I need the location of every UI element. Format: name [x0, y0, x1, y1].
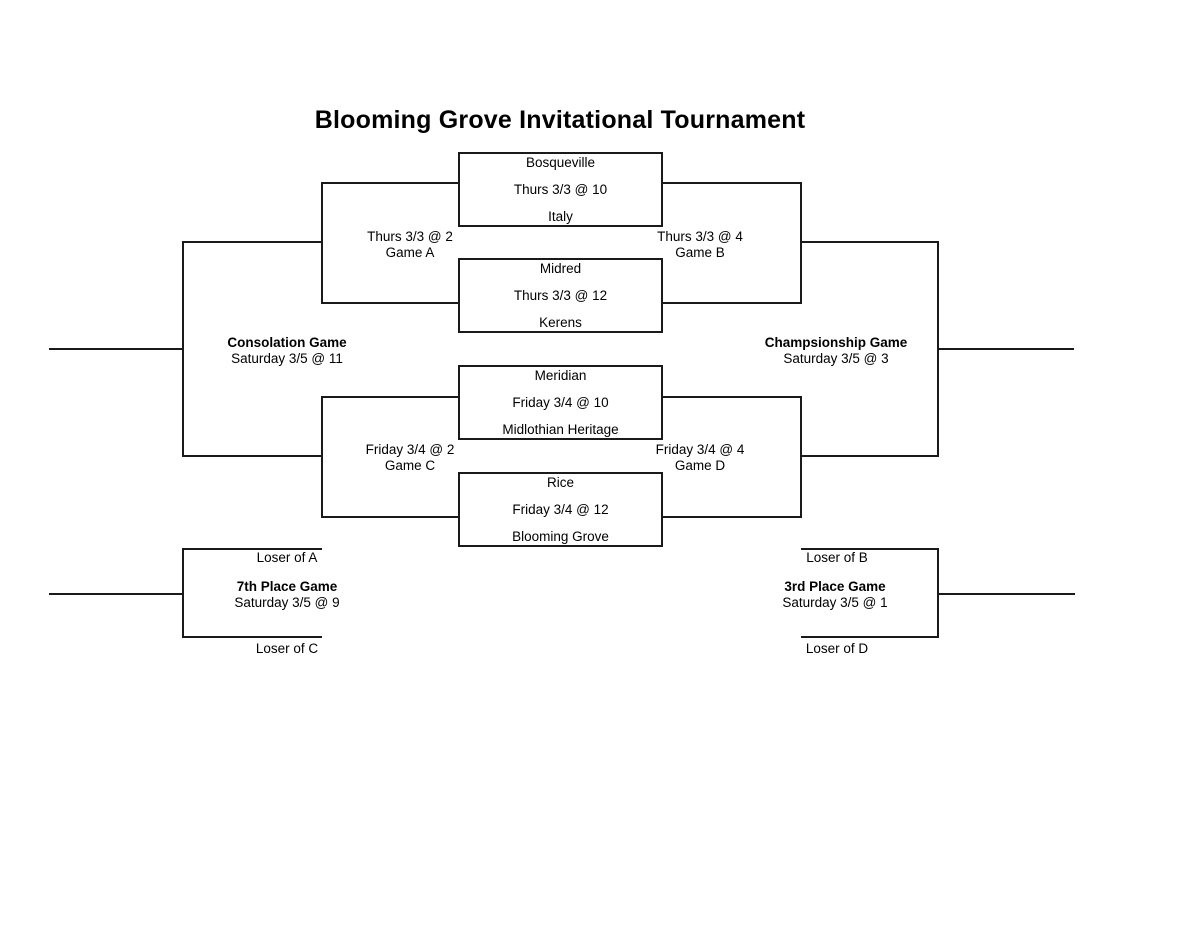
championship-game-time: Saturday 3/5 @ 3: [783, 350, 889, 366]
matchup-box-game-c2: Rice Friday 3/4 @ 12 Blooming Grove: [458, 472, 663, 547]
game-a-time: Thurs 3/3 @ 2: [367, 229, 453, 244]
seventh-place-winner-line: [49, 593, 183, 595]
loser-of-d-label: Loser of D: [805, 641, 869, 656]
third-place-vertical-line: [937, 548, 939, 638]
team-name-bottom: Midlothian Heritage: [502, 422, 619, 437]
championship-game-name: Champsionship Game: [764, 335, 908, 350]
game-c-bottom-connector-line: [322, 516, 459, 518]
seventh-place-bottom-line: [183, 636, 322, 638]
game-d-time: Friday 3/4 @ 4: [655, 442, 745, 457]
game-a-name: Game A: [385, 244, 435, 260]
third-place-bottom-line: [801, 636, 939, 638]
game-c-time: Friday 3/4 @ 2: [365, 442, 455, 457]
game-b-time: Thurs 3/3 @ 4: [657, 229, 743, 244]
game-b-bottom-connector-line: [663, 302, 802, 304]
championship-game-label: Champsionship Game Saturday 3/5 @ 3: [736, 335, 936, 366]
game-d-label: Friday 3/4 @ 4 Game D: [625, 442, 775, 473]
page-title: Blooming Grove Invitational Tournament: [314, 106, 806, 134]
loser-of-b-label: Loser of B: [806, 550, 868, 565]
game-a-label: Thurs 3/3 @ 2 Game A: [335, 229, 485, 260]
game-c-vertical-line: [321, 396, 323, 518]
game-c-top-connector-line: [322, 396, 459, 398]
seventh-place-vertical-line: [182, 548, 184, 638]
third-place-top-line: [801, 548, 939, 550]
championship-top-connector-line: [801, 241, 939, 243]
game-c-name: Game C: [384, 457, 436, 473]
consolation-game-name: Consolation Game: [227, 335, 347, 350]
team-name-bottom: Italy: [548, 209, 573, 224]
team-name-top: Rice: [546, 475, 574, 490]
matchup-box-game-c: Meridian Friday 3/4 @ 10 Midlothian Heri…: [458, 365, 663, 440]
game-d-bottom-connector-line: [663, 516, 802, 518]
game-time: Friday 3/4 @ 10: [512, 395, 609, 410]
seventh-place-top-line: [183, 548, 322, 550]
game-c-label: Friday 3/4 @ 2 Game C: [335, 442, 485, 473]
third-place-game-time: Saturday 3/5 @ 1: [782, 594, 888, 610]
team-name-top: Midred: [539, 261, 582, 276]
game-a-top-connector-line: [322, 182, 459, 184]
seventh-place-game-label: 7th Place Game Saturday 3/5 @ 9: [187, 579, 387, 610]
team-name-bottom: Kerens: [539, 315, 582, 330]
consolation-top-connector-line: [183, 241, 323, 243]
consolation-bottom-connector-line: [183, 455, 323, 457]
game-time: Thurs 3/3 @ 10: [513, 182, 608, 197]
consolation-game-time: Saturday 3/5 @ 11: [231, 350, 343, 366]
championship-bottom-connector-line: [801, 455, 939, 457]
game-a-vertical-line: [321, 182, 323, 304]
game-a-bottom-connector-line: [322, 302, 459, 304]
consolation-vertical-line: [182, 241, 184, 457]
loser-of-a-label: Loser of A: [256, 550, 318, 565]
third-place-game-label: 3rd Place Game Saturday 3/5 @ 1: [735, 579, 935, 610]
team-name-top: Meridian: [534, 368, 587, 383]
game-d-vertical-line: [800, 396, 802, 518]
seventh-place-game-name: 7th Place Game: [236, 579, 338, 594]
third-place-winner-line: [939, 593, 1075, 595]
game-d-name: Game D: [674, 457, 726, 473]
consolation-game-label: Consolation Game Saturday 3/5 @ 11: [187, 335, 387, 366]
consolation-winner-line: [49, 348, 183, 350]
seventh-place-game-time: Saturday 3/5 @ 9: [234, 594, 340, 610]
team-name-bottom: Blooming Grove: [512, 529, 609, 544]
matchup-box-game-a: Bosqueville Thurs 3/3 @ 10 Italy: [458, 152, 663, 227]
loser-of-c-label: Loser of C: [255, 641, 319, 656]
championship-winner-line: [939, 348, 1074, 350]
game-b-label: Thurs 3/3 @ 4 Game B: [625, 229, 775, 260]
game-b-vertical-line: [800, 182, 802, 304]
game-time: Friday 3/4 @ 12: [512, 502, 609, 517]
championship-vertical-line: [937, 241, 939, 457]
game-d-top-connector-line: [663, 396, 802, 398]
matchup-box-game-a2: Midred Thurs 3/3 @ 12 Kerens: [458, 258, 663, 333]
game-b-name: Game B: [675, 244, 725, 260]
game-b-top-connector-line: [663, 182, 802, 184]
third-place-game-name: 3rd Place Game: [784, 579, 886, 594]
team-name-top: Bosqueville: [525, 155, 596, 170]
game-time: Thurs 3/3 @ 12: [513, 288, 608, 303]
